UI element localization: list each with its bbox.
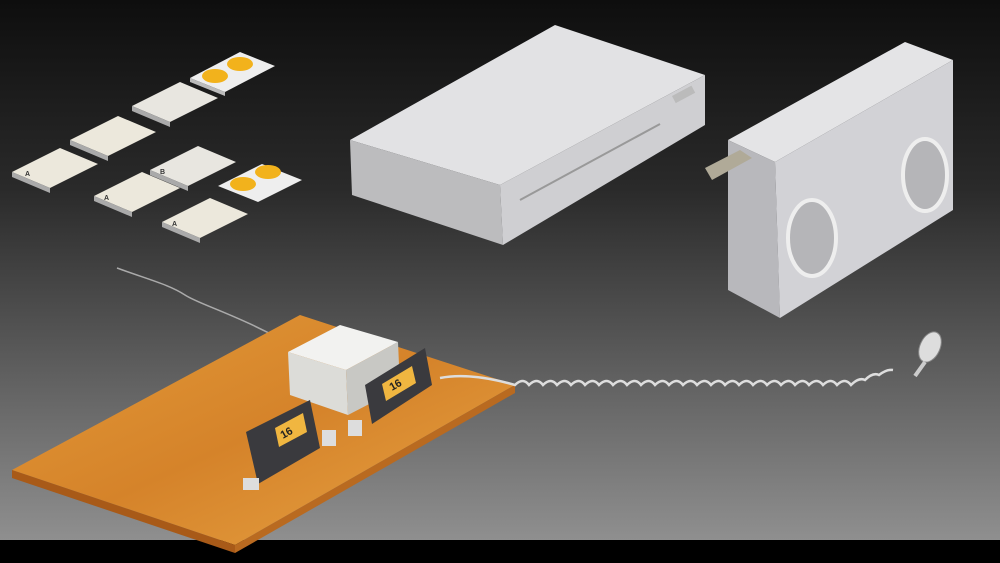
vhf-radio-left: 16	[243, 400, 362, 490]
cassette-2	[132, 82, 218, 127]
cassette-label: A	[172, 221, 177, 228]
radio-channel-display: 16	[388, 377, 405, 394]
radio-lcd	[382, 366, 416, 401]
cassette-4: A	[12, 148, 98, 193]
antenna-wire	[116, 267, 301, 351]
cassette-7: A	[162, 198, 248, 243]
handle	[705, 150, 752, 180]
cassette-label: A	[25, 171, 30, 178]
cassette-label: A	[104, 195, 109, 202]
vcr-player	[350, 25, 705, 245]
cassette-label: B	[160, 169, 165, 176]
radio-bracket	[322, 430, 336, 446]
radio-lcd	[275, 413, 307, 447]
cassette-6: A	[94, 172, 180, 217]
power-supply	[288, 325, 400, 415]
tape-slot	[519, 123, 661, 201]
radio-channel-display: 16	[279, 425, 296, 442]
radio-bracket	[348, 420, 362, 436]
cassettes: A B A A	[12, 52, 302, 243]
speaker-cone-icon	[901, 137, 949, 213]
vcr-button	[672, 85, 696, 104]
coiled-cord	[439, 368, 894, 387]
cassette-open-1	[190, 52, 275, 96]
microphone	[913, 331, 942, 378]
boombox-speaker	[705, 42, 953, 318]
bottom-bar	[0, 540, 1000, 563]
cassette-3	[70, 116, 156, 161]
radio-bracket	[243, 478, 259, 490]
speaker-cone-icon	[786, 198, 838, 278]
vhf-radio-right: 16	[365, 348, 432, 424]
cassette-5: B	[150, 146, 236, 191]
cassette-open-2	[218, 164, 302, 202]
